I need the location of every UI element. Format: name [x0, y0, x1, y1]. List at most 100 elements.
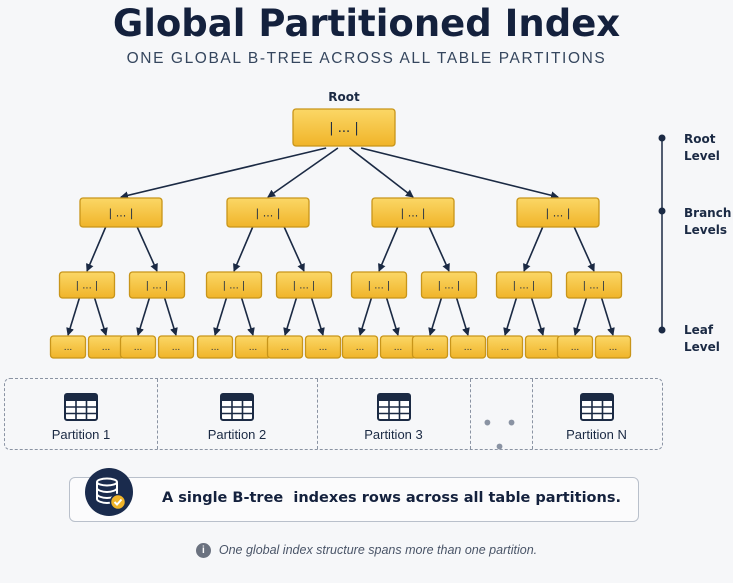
tree-edge [283, 226, 305, 272]
tree-edge [573, 297, 588, 336]
tree-edge [600, 297, 615, 336]
footnote-text: One global index structure spans more th… [218, 543, 538, 557]
tree-edge [349, 147, 414, 198]
table-icon [220, 393, 254, 421]
leaf-node: ... [449, 335, 487, 359]
tree-edge [240, 297, 255, 336]
level-dot-branch [658, 207, 666, 215]
svg-text:...: ... [571, 343, 580, 353]
svg-text:...: ... [281, 343, 290, 353]
svg-text:| ... |: | ... | [368, 281, 391, 292]
leaf-node: ... [87, 335, 125, 359]
info-icon: i [195, 543, 211, 559]
database-icon [96, 477, 127, 511]
internal-node: | ... | [350, 271, 408, 299]
svg-text:| ... |: | ... | [401, 206, 426, 219]
tree-edge [136, 297, 151, 336]
tree-edge [573, 226, 595, 272]
partition-1: Partition 1 [5, 379, 157, 449]
callout-text: A single B-tree indexes rows across all … [162, 490, 621, 506]
level-dot-root [658, 134, 666, 142]
tree-edge [385, 297, 400, 336]
tree-edge [267, 147, 339, 198]
svg-text:...: ... [609, 343, 618, 353]
btree-diagram: | ... | | ... | | ... |...... | ... |......… [49, 90, 666, 359]
level-dot-leaf [658, 326, 666, 334]
tree-edge [310, 297, 325, 336]
tree-edge [283, 297, 298, 336]
tree-edge [428, 226, 450, 272]
page-title: Global Partitioned Index [112, 2, 621, 45]
tree-edge [120, 147, 327, 200]
internal-node: | ... | [205, 271, 263, 299]
partition-ellipsis: • • • [470, 379, 532, 459]
tree-edge [136, 226, 158, 272]
leaf-node: ... [49, 335, 87, 359]
svg-text:...: ... [464, 343, 473, 353]
leaf-node: ... [119, 335, 157, 359]
partition-label: Partition 2 [207, 427, 267, 442]
table-icon [64, 393, 98, 421]
tree-edge [233, 226, 254, 272]
table-icon [580, 393, 614, 421]
tree-edge [428, 297, 443, 336]
svg-text:| ... |: | ... | [329, 121, 358, 136]
tree-edge [503, 297, 518, 336]
svg-text:| ... |: | ... | [223, 281, 246, 292]
branch-node: | ... | [79, 197, 163, 228]
tree-edge [213, 297, 228, 336]
svg-text:...: ... [356, 343, 365, 353]
tree-edge [378, 226, 399, 272]
branch-node: | ... | [226, 197, 310, 228]
leaf-node: ... [379, 335, 417, 359]
database-badge [85, 468, 133, 516]
svg-text:...: ... [211, 343, 220, 353]
partitions-row: Partition 1 Partition 2 Partition 3 • • … [4, 378, 663, 459]
leaf-node: ... [234, 335, 272, 359]
svg-text:| ... |: | ... | [513, 281, 536, 292]
svg-text:...: ... [249, 343, 258, 353]
internal-node: | ... | [128, 271, 186, 299]
tree-edge [358, 297, 373, 336]
root-node: | ... | [292, 108, 396, 147]
summary-callout: A single B-tree indexes rows across all … [69, 477, 639, 522]
leaf-node: ... [524, 335, 562, 359]
table-icon [377, 393, 411, 421]
partition-n: Partition N [532, 379, 661, 449]
tree-edge [523, 226, 544, 272]
tree-edge [163, 297, 178, 336]
partition-label: Partition 1 [51, 427, 111, 442]
svg-text:...: ... [394, 343, 403, 353]
svg-text:...: ... [501, 343, 510, 353]
leaf-node: ... [556, 335, 594, 359]
leaf-node: ... [304, 335, 342, 359]
svg-text:...: ... [539, 343, 548, 353]
svg-text:| ... |: | ... | [146, 281, 169, 292]
svg-text:| ... |: | ... | [293, 281, 316, 292]
leaf-node: ... [411, 335, 449, 359]
partition-label: Partition N [566, 427, 627, 442]
svg-text:...: ... [134, 343, 143, 353]
tree-edge [455, 297, 470, 336]
svg-text:...: ... [64, 343, 73, 353]
leaf-node: ... [486, 335, 524, 359]
partition-2: Partition 2 [157, 379, 317, 449]
partition-label: Partition 3 [364, 427, 423, 442]
svg-text:| ... |: | ... | [109, 206, 134, 219]
internal-node: | ... | [565, 271, 623, 299]
footnote: i One global index structure spans more t… [0, 543, 733, 559]
svg-text:| ... |: | ... | [76, 281, 99, 292]
branch-node: | ... | [371, 197, 455, 228]
ellipsis-icon: • • • [481, 411, 521, 459]
svg-text:...: ... [319, 343, 328, 353]
root-label: Root [328, 90, 360, 104]
page-subtitle: ONE GLOBAL B-TREE ACROSS ALL TABLE PARTI… [126, 50, 607, 67]
tree-edge [86, 226, 107, 272]
svg-text:...: ... [172, 343, 181, 353]
tree-edge [360, 147, 559, 200]
internal-node: | ... | [495, 271, 553, 299]
leaf-node: ... [196, 335, 234, 359]
